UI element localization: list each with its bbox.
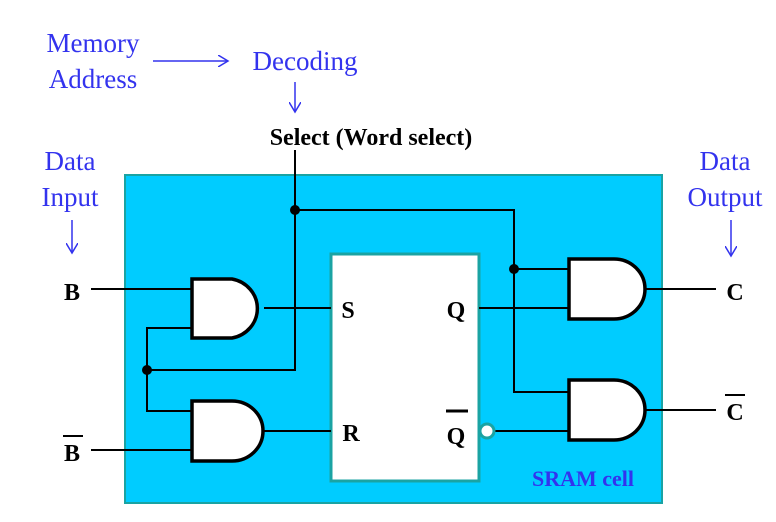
- memory-address-label-line2: Address: [49, 64, 138, 94]
- data-input-label-line2: Input: [42, 182, 99, 212]
- output-c-label: C: [726, 280, 743, 306]
- and-gate-set-icon: [190, 277, 260, 340]
- memory-address-label-line1: Memory: [47, 28, 140, 58]
- flipflop-q-bar-label: Q: [447, 424, 466, 450]
- sr-flipflop-box: [329, 252, 481, 483]
- flipflop-s-label: S: [341, 298, 354, 324]
- data-output-label-line2: Output: [687, 182, 763, 212]
- input-b-label: B: [64, 280, 80, 306]
- flipflop-q-label: Q: [447, 298, 466, 324]
- select-wire: [147, 150, 296, 371]
- inversion-bubble-icon: [478, 422, 496, 440]
- output-c-bar-label: C: [726, 400, 743, 426]
- flipflop-r-label: R: [342, 421, 360, 447]
- decoding-label: Decoding: [253, 46, 358, 76]
- junction-dot: [509, 264, 519, 274]
- data-output-label-line1: Data: [700, 146, 751, 176]
- junction-dot: [142, 365, 152, 375]
- and-gate-output-c-icon: [567, 257, 647, 321]
- and-gate-reset-icon: [190, 399, 265, 463]
- select-branch-wire: [295, 209, 568, 393]
- select-label: Select (Word select): [270, 125, 473, 151]
- sram-cell-title: SRAM cell: [532, 466, 634, 491]
- junction-dot: [290, 205, 300, 215]
- data-input-label-line1: Data: [45, 146, 96, 176]
- input-b-bar-label: B: [64, 441, 80, 467]
- and-gate-output-c-bar-icon: [567, 378, 647, 442]
